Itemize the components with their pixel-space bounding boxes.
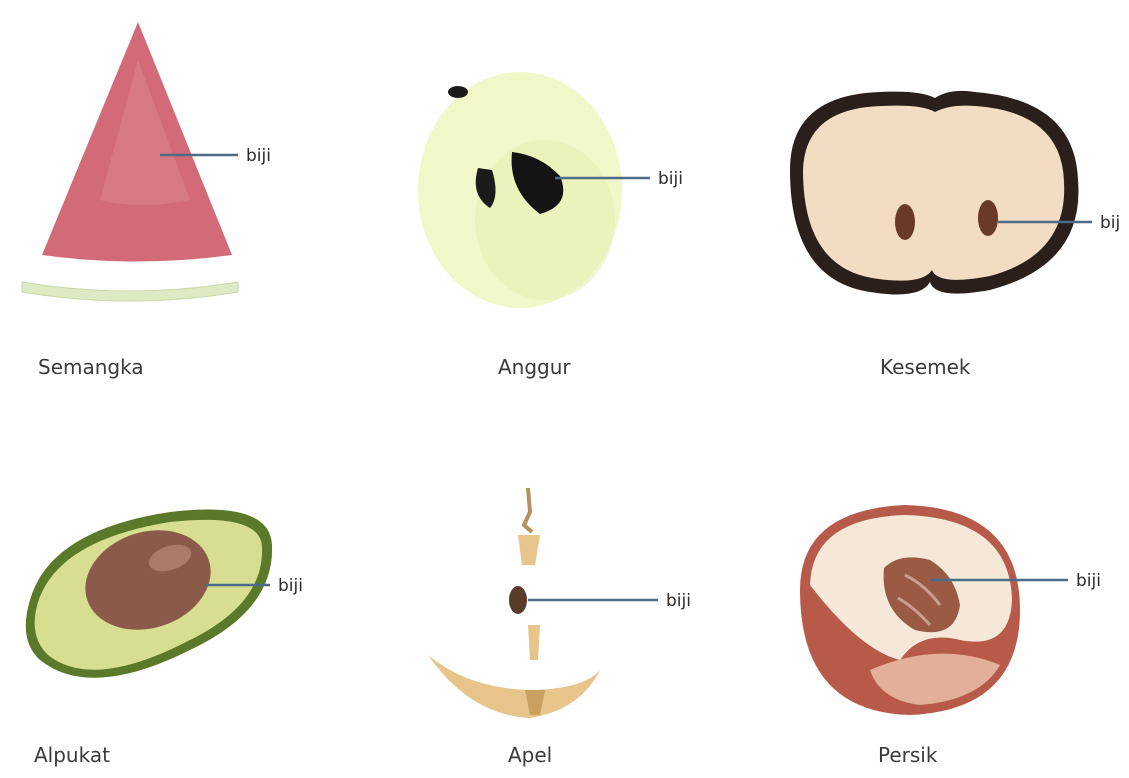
watermelon-panel: biji Semangka [22, 22, 271, 379]
persimmon-seed-label: bij [1100, 213, 1120, 233]
avocado-name: Alpukat [34, 743, 110, 767]
persimmon-panel: bij Kesemek [790, 91, 1120, 379]
persimmon-seed-right [978, 200, 998, 236]
grape-panel: biji Anggur [418, 72, 683, 379]
peach-name: Persik [878, 743, 938, 767]
apple-seed-label: biji [666, 591, 691, 611]
persimmon-name: Kesemek [880, 355, 971, 379]
watermelon-name: Semangka [38, 355, 144, 379]
grape-seed-label: biji [658, 169, 683, 189]
apple-core-middle [528, 625, 540, 660]
avocado-panel: biji Alpukat [26, 509, 303, 767]
apple-name: Apel [508, 743, 552, 767]
watermelon-seed-label: biji [246, 146, 271, 166]
apple-seed [509, 586, 527, 614]
persimmon-flesh [803, 106, 1064, 281]
avocado-seed-label: biji [278, 576, 303, 596]
apple-core-upper [518, 535, 540, 565]
grape-name: Anggur [498, 355, 571, 379]
apple-core-lower [428, 655, 600, 718]
apple-stem [524, 488, 532, 532]
grape-top-spot [448, 86, 468, 98]
persimmon-seed-left [895, 204, 915, 240]
peach-panel: biji Persik [800, 505, 1101, 767]
apple-panel: biji Apel [428, 488, 691, 767]
watermelon-rind [22, 282, 238, 301]
peach-seed-label: biji [1076, 571, 1101, 591]
